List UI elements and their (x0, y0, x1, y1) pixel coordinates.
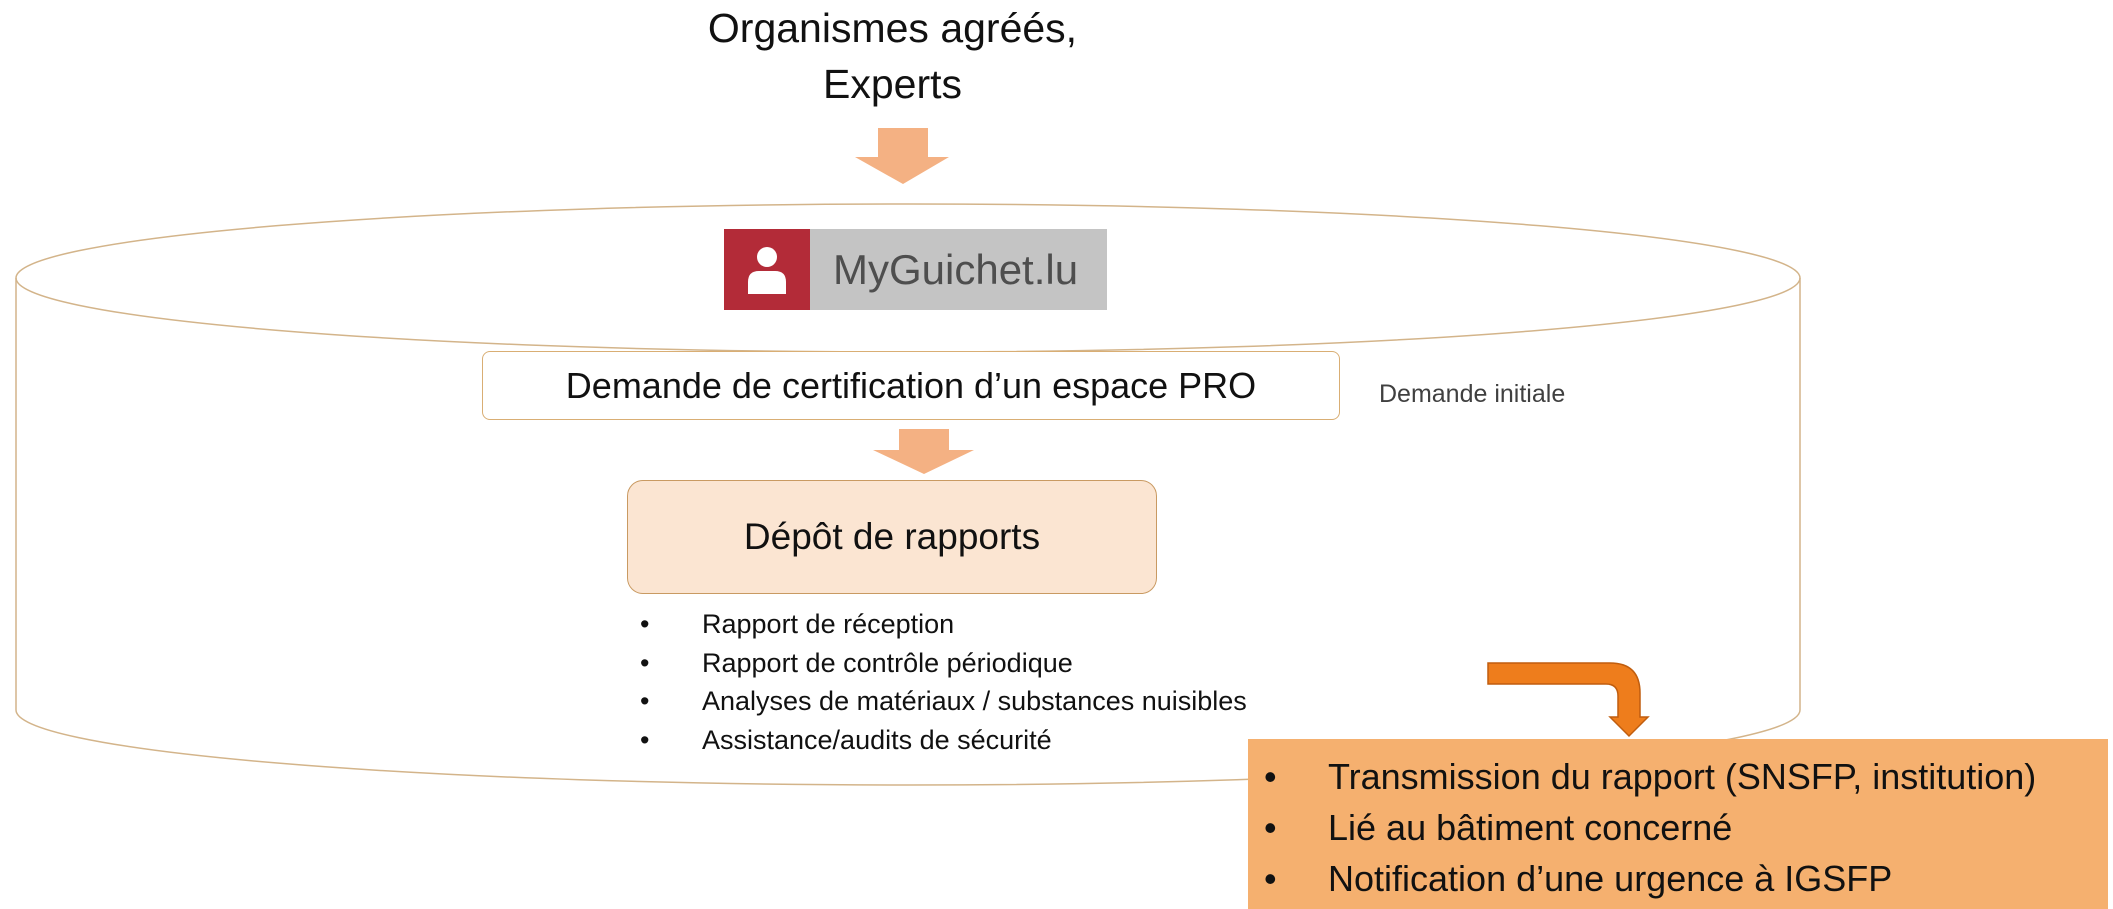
report-deposit-box: Dépôt de rapports (627, 480, 1157, 594)
report-type-list: • Rapport de réception • Rapport de contrô… (630, 605, 1247, 759)
bullet: • (640, 724, 650, 755)
list-item-text: Assistance/audits de sécurité (702, 724, 1052, 755)
source-line-2: Experts (823, 61, 962, 107)
list-item-text: Analyses de matériaux / substances nuisi… (702, 686, 1247, 716)
arrow-down-top (855, 128, 949, 184)
bullet: • (640, 647, 650, 678)
list-item: • Notification d’une urgence à IGSFP (1248, 853, 2108, 904)
list-item-text: Lié au bâtiment concerné (1328, 807, 1733, 848)
bullet: • (1264, 756, 1277, 797)
list-item: • Analyses de matériaux / substances nuis… (630, 682, 1247, 721)
bullet: • (640, 609, 650, 639)
list-item-text: Notification d’une urgence à IGSFP (1328, 858, 1893, 899)
outcome-list: • Transmission du rapport (SNSFP, institu… (1248, 751, 2108, 904)
list-item: • Assistance/audits de sécurité (630, 721, 1247, 760)
source-line-1: Organismes agréés, (707, 5, 1078, 51)
initial-request-label: Demande initiale (1379, 380, 1566, 408)
outcome-box: • Transmission du rapport (SNSFP, institu… (1248, 739, 2108, 909)
list-item: • Transmission du rapport (SNSFP, institu… (1248, 751, 2108, 802)
list-item-text: Transmission du rapport (SNSFP, institut… (1328, 756, 2037, 797)
certification-request-box: Demande de certification d’un espace PRO (482, 351, 1340, 420)
bullet: • (1264, 807, 1277, 848)
bullet: • (1264, 858, 1277, 899)
list-item: • Rapport de contrôle périodique (630, 644, 1247, 683)
bent-arrow-right-down (1487, 662, 1650, 738)
myguichet-logo: MyGuichet.lu (724, 229, 1107, 310)
arrow-down-middle (873, 429, 974, 474)
list-item-text: Rapport de réception (702, 609, 955, 639)
bullet: • (640, 686, 650, 716)
logo-text: MyGuichet.lu (833, 245, 1079, 293)
source-label: Organismes agréés, Experts (600, 0, 1185, 112)
list-item: • Lié au bâtiment concerné (1248, 802, 2108, 853)
list-item: • Rapport de réception (630, 605, 1247, 644)
person-icon (724, 229, 810, 310)
list-item-text: Rapport de contrôle périodique (702, 647, 1073, 678)
